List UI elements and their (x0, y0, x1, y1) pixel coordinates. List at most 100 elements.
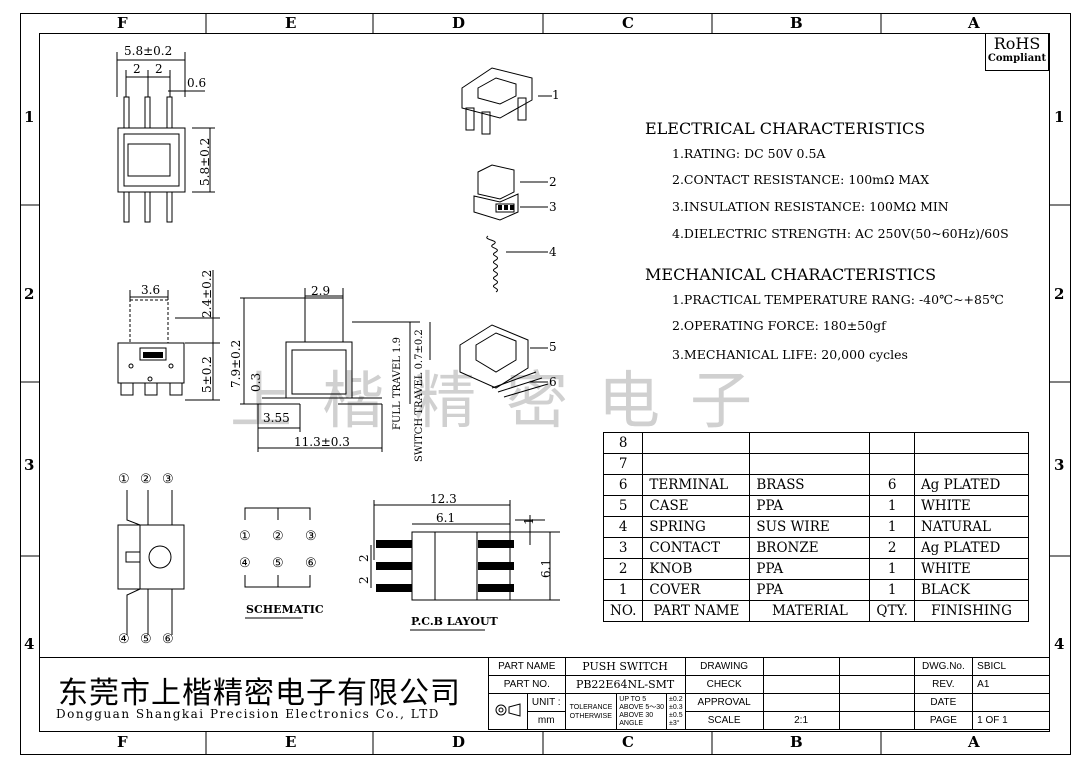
row-label-right: 2 (1054, 285, 1065, 303)
explode-callout: 3 (549, 200, 557, 214)
dim-label: 3.6 (141, 283, 161, 297)
inner-border (39, 33, 1050, 732)
tol-value: ±0.3 (669, 703, 683, 711)
row-label-left: 3 (24, 456, 35, 474)
tolerance-ranges: UP TO 5 ABOVE 5～30 ABOVE 30 ANGLE (616, 693, 668, 730)
parts-cell: CONTACT (642, 537, 751, 559)
tol-value: ±0.2 (669, 695, 683, 703)
row-label-right: 1 (1054, 108, 1065, 126)
tol-range: ANGLE (619, 719, 643, 727)
scale-value: 2:1 (762, 711, 840, 730)
tol-value: ±3° (669, 719, 680, 727)
front-view (117, 270, 220, 401)
top-view (116, 52, 215, 223)
electrical-title: ELECTRICAL CHARACTERISTICS (645, 119, 926, 138)
schematic-pin: ① (239, 529, 251, 544)
mechanical-title: MECHANICAL CHARACTERISTICS (645, 265, 937, 284)
parts-header-cell: MATERIAL (749, 600, 871, 622)
rohs-badge: RoHS Compliant (985, 33, 1049, 71)
pin-number: ① (118, 472, 130, 487)
explode-callout: 6 (549, 375, 557, 389)
pcb-dim: 1 (522, 517, 536, 525)
schematic-pin: ⑥ (305, 556, 317, 571)
unit-value: mm (526, 711, 566, 730)
rohs-subtitle: Compliant (987, 53, 1047, 64)
scale-label: SCALE (684, 711, 764, 730)
part-name-label: PART NAME (488, 657, 566, 676)
col-label-top: F (117, 14, 128, 32)
approval-value (762, 693, 840, 712)
pcb-dim: 6.1 (539, 558, 553, 578)
parts-cell: KNOB (642, 558, 751, 580)
dim-label: 7.9±0.2 (229, 339, 243, 388)
parts-cell: Ag PLATED (913, 474, 1030, 496)
electrical-item: 2.CONTACT RESISTANCE: 100mΩ MAX (672, 172, 930, 187)
tolerance-label: TOLERANCE (569, 703, 613, 711)
tol-value: ±0.5 (669, 711, 683, 719)
row-label-left: 4 (24, 635, 35, 653)
col-label-top: C (622, 14, 634, 32)
schematic-caption: SCHEMATIC (246, 603, 324, 616)
part-no-label: PART NO. (488, 675, 566, 694)
dim-label: 2.9 (311, 284, 331, 298)
date-value (972, 693, 1050, 712)
drawing-extra (838, 657, 915, 676)
dwg-no-label: DWG.No. (913, 657, 974, 676)
col-label-top: A (968, 14, 980, 32)
drawing-label: DRAWING (684, 657, 764, 676)
electrical-item: 1.RATING: DC 50V 0.5A (672, 146, 826, 161)
pcb-caption: P.C.B LAYOUT (411, 615, 498, 628)
company-name-en: Dongguan Shangkai Precision Electronics … (56, 707, 440, 721)
pin-layout-view (117, 490, 185, 635)
dim-label: 2.4±0.2 (200, 269, 214, 318)
col-label-bottom: C (622, 733, 634, 751)
company-name-cn: 东莞市上楷精密电子有限公司 (58, 676, 461, 711)
parts-cell: BRASS (749, 474, 871, 496)
dim-label: 11.3±0.3 (294, 435, 350, 449)
tolerance-values: ±0.2 ±0.3 ±0.5 ±3° (666, 693, 686, 730)
dim-label: 3.55 (263, 411, 290, 425)
parts-cell: SPRING (642, 516, 751, 538)
parts-cell: SUS WIRE (749, 516, 871, 538)
check-extra (838, 675, 915, 694)
schematic-pin: ② (272, 529, 284, 544)
dim-label: FULL TRAVEL 1.9 (392, 337, 403, 430)
col-label-bottom: A (968, 733, 980, 751)
dim-label: 2 (133, 62, 141, 76)
schematic-pin: ④ (239, 556, 251, 571)
row-label-left: 1 (24, 108, 35, 126)
mechanical-item: 1.PRACTICAL TEMPERATURE RANG: -40℃~+85℃ (672, 292, 1004, 307)
electrical-item: 4.DIELECTRIC STRENGTH: AC 250V(50~60Hz)/… (672, 226, 1009, 241)
pin-number: ⑥ (162, 632, 174, 647)
explode-callout: 1 (552, 88, 560, 102)
scale-extra (838, 711, 915, 730)
col-label-bottom: B (790, 733, 803, 751)
parts-header-cell: FINISHING (913, 600, 1030, 622)
tol-range: ABOVE 5～30 (619, 703, 665, 711)
schematic-pin: ③ (305, 529, 317, 544)
row-label-left: 2 (24, 285, 35, 303)
pin-number: ⑤ (140, 632, 152, 647)
tol-range: ABOVE 30 (619, 711, 654, 719)
mechanical-item: 2.OPERATING FORCE: 180±50gf (672, 318, 886, 333)
pin-number: ② (140, 472, 152, 487)
rev-value: A1 (972, 675, 1050, 694)
dim-label: 0.3 (249, 372, 263, 392)
parts-header-cell: QTY. (869, 600, 915, 622)
col-label-bottom: D (452, 733, 466, 751)
col-label-top: B (790, 14, 803, 32)
pin-number: ③ (162, 472, 174, 487)
col-label-bottom: E (285, 733, 297, 751)
parts-cell: CASE (642, 495, 751, 517)
drawing-value (762, 657, 840, 676)
parts-header-cell: NO. (602, 600, 644, 622)
electrical-item: 3.INSULATION RESISTANCE: 100MΩ MIN (672, 199, 949, 214)
page-value: 1 OF 1 (972, 711, 1050, 730)
outer-border (20, 13, 1071, 755)
rohs-title: RoHS (993, 34, 1041, 53)
exploded-view (459, 67, 552, 398)
mechanical-item: 3.MECHANICAL LIFE: 20,000 cycles (672, 347, 908, 362)
